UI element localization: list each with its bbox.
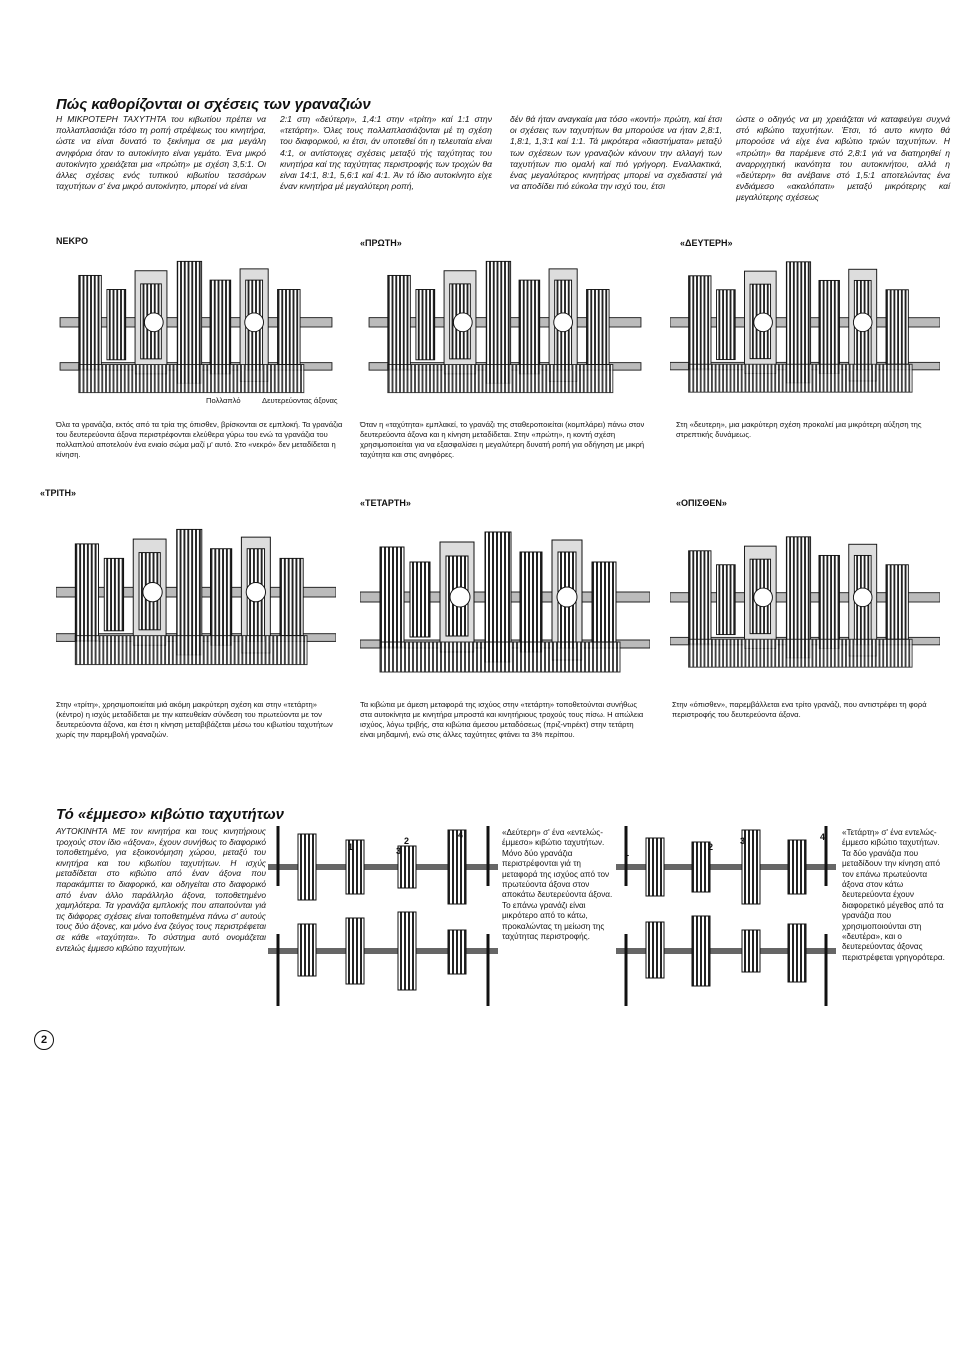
- indirect-gearbox-fourth-diagram: [616, 826, 836, 1016]
- figure-label-second: «ΔΕΥΤΕΡΗ»: [680, 238, 733, 248]
- figure-label-first: «ΠΡΩΤΗ»: [360, 238, 402, 248]
- caption-first: Όταν η «ταχύτητα» εμπλακεί, το γρανάζι τ…: [360, 420, 645, 459]
- gearbox-second-illustration: [670, 252, 940, 402]
- diagram-number-3: 3: [396, 846, 402, 856]
- gearbox-reverse-illustration: [670, 512, 940, 692]
- diagram-number-2: 2: [404, 836, 410, 846]
- text-column-4: ώστε ο οδηγός να μη χρειάζεται νά καταφε…: [736, 114, 950, 203]
- figure-label-fourth: «ΤΕΤΑΡΤΗ»: [360, 498, 411, 508]
- diagram2-number-4: 4: [820, 832, 826, 842]
- callout-mainshaft: Δευτερεύοντας άξονας: [262, 396, 338, 405]
- caption-second: Στη «δευτερη», μια μακρύτερη σχέση προκα…: [676, 420, 922, 439]
- section-title-indirect-gearbox: Τό «έμμεσο» κιβώτιο ταχυτήτων: [56, 806, 284, 823]
- caption-neutral: Όλα τα γρανάζια, εκτός από τα τρία της ό…: [56, 420, 343, 459]
- callout-layshaft: Πολλαπλό: [206, 396, 241, 405]
- caption-reverse: Στην «όπισθεν», παρεμβάλλεται ενα τρίτο …: [672, 700, 927, 719]
- caption-third: Στην «τρίτη», χρησιμοποιείται μιά ακόμη …: [56, 700, 333, 739]
- diagram2-number-3: 3: [740, 836, 746, 846]
- text-column-2: 2:1 στη «δεύτερη», 1,4:1 στην «τρίτη» κα…: [280, 114, 492, 192]
- gearbox-fourth-illustration: [360, 512, 650, 692]
- gearbox-first-illustration: [360, 252, 650, 402]
- text-column-1: Η ΜΙΚΡΟΤΕΡΗ ΤΑΧΥΤΗΤΑ του κιβωτίου πρέπει…: [56, 114, 266, 192]
- note-indirect-fourth: «Τετάρτη» σ' ένα εντελώς-έμμεσο κιβώτιο …: [842, 828, 945, 962]
- caption-fourth: Τα κιβώτια με άμεση μεταφορά της ισχύος …: [360, 700, 644, 739]
- figure-label-third: «ΤΡΙΤΗ»: [40, 488, 77, 498]
- diagram2-number-1: 1: [624, 848, 630, 858]
- note-indirect-second: «Δεύτερη» σ' ένα «εντελώς-έμμεσο» κιβώτι…: [502, 828, 613, 942]
- diagram-number-4: 4: [458, 830, 464, 840]
- figure-label-reverse: «ΟΠΙΣΘΕΝ»: [676, 498, 727, 508]
- diagram2-number-2: 2: [708, 842, 714, 852]
- gearbox-third-illustration: [56, 502, 336, 692]
- page-number: 2: [34, 1030, 54, 1050]
- figure-label-neutral: ΝΕΚΡΟ: [56, 236, 89, 246]
- indirect-gearbox-second-diagram: [268, 826, 498, 1016]
- text-column-3: δέν θά ήταν αναγκαία μια τόσο «κοντή» πρ…: [510, 114, 722, 192]
- indirect-gearbox-text: ΑΥΤΟΚΙΝΗΤΑ ΜΕ τον κινητήρα και τους κινη…: [56, 826, 266, 953]
- section-title-gear-ratios: Πώς καθορίζονται οι σχέσεις των γραναζιώ…: [56, 96, 371, 113]
- gearbox-neutral-illustration: [56, 252, 336, 402]
- diagram-number-1: 1: [348, 842, 354, 852]
